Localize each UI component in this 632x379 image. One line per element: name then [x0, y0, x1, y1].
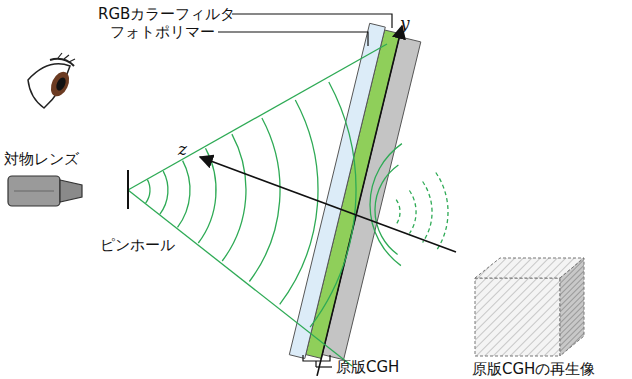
leader-line	[316, 366, 332, 367]
axis-label: z	[178, 140, 187, 158]
bracket	[303, 355, 330, 361]
object-wave-arc	[370, 144, 402, 266]
wavefronts	[128, 44, 448, 366]
eye-icon	[28, 53, 75, 108]
leader-line	[232, 14, 392, 28]
dashed-wave-arc	[436, 173, 448, 252]
cgh-label: 原版CGH	[336, 358, 399, 376]
dashed-wave-arc	[409, 191, 416, 234]
leader-line	[315, 361, 316, 367]
beam-edge	[128, 190, 352, 366]
leader-line	[218, 32, 368, 46]
pinhole-plate	[127, 170, 129, 209]
object-wave-arc	[375, 165, 398, 255]
wavefront-arc	[146, 180, 150, 204]
wavefront-arc	[160, 171, 168, 214]
photopolymer-label: フォトポリマー	[110, 23, 215, 41]
wavefront-arc	[280, 100, 318, 304]
hologram-plates	[289, 23, 421, 376]
wavefront-arc	[249, 118, 280, 282]
axis-label: y	[400, 14, 410, 32]
y-axis	[317, 26, 402, 376]
lens-label: 対物レンズ	[4, 150, 79, 168]
photopolymer-layer	[306, 30, 400, 358]
dashed-wave-arc	[423, 182, 432, 243]
dashed-wave-arc	[396, 200, 400, 225]
pinhole-label: ピンホール	[100, 236, 175, 254]
wavefront-arc	[178, 161, 190, 228]
reconstructed-cube	[475, 258, 584, 356]
z-axis	[200, 157, 456, 252]
wavefront-arc	[310, 82, 356, 327]
setup-parts	[8, 14, 584, 367]
wavefront-arc	[222, 134, 246, 261]
objective-lens-symbol	[8, 176, 82, 206]
beam-edge	[128, 44, 387, 190]
filter-label: RGBカラーフィルタ	[98, 5, 235, 23]
image-label: 原版CGHの再生像	[472, 360, 595, 378]
